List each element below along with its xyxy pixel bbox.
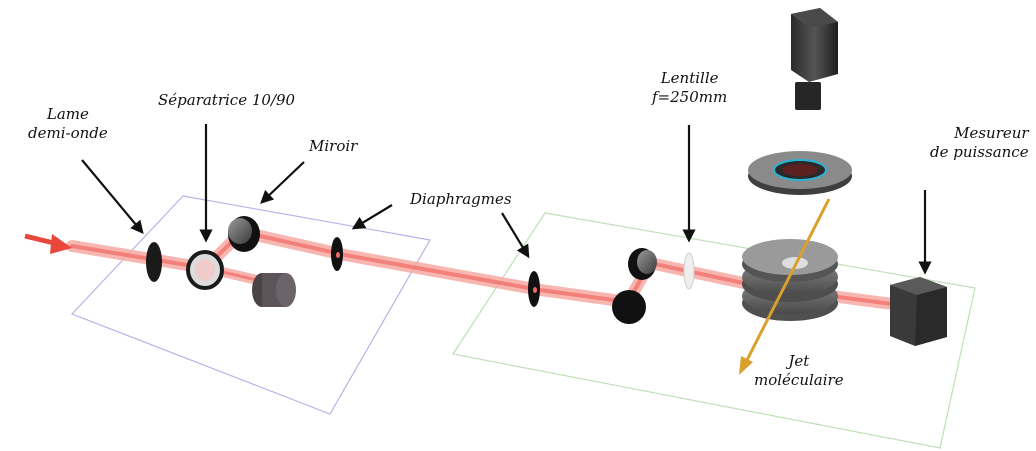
mirror-1 xyxy=(228,216,260,252)
label-mirror: Miroir xyxy=(309,137,357,156)
iris-diaphragm-1-hole xyxy=(336,252,340,258)
detector-plate xyxy=(748,151,852,195)
focusing-lens xyxy=(683,252,695,290)
molecular-jet-arrow xyxy=(739,198,831,375)
label-molecular-jet: Jet moléculaire xyxy=(754,352,844,390)
beam-dump xyxy=(252,273,296,307)
label-power-meter: Mesureur de puissance xyxy=(930,124,1029,162)
label-lens: Lentille f=250mm xyxy=(652,69,727,107)
label-mirror-text: Miroir xyxy=(309,137,358,155)
label-molecular-jet-line1: Jet xyxy=(788,352,810,370)
label-diaphragms-text: Diaphragmes xyxy=(410,190,512,208)
beam-splitter xyxy=(186,250,224,290)
iris-diaphragm-2-hole xyxy=(533,287,537,293)
mirror-3 xyxy=(628,248,657,280)
label-half-wave-plate: Lame demi-onde xyxy=(28,105,108,143)
label-beam-splitter-text: Séparatrice 10/90 xyxy=(158,91,296,109)
label-half-wave-plate-line1: Lame xyxy=(46,105,89,123)
input-beam-arrow xyxy=(24,233,72,254)
label-lens-line1: Lentille xyxy=(660,69,719,87)
camera xyxy=(791,8,838,110)
label-power-meter-line1: Mesureur xyxy=(954,124,1029,142)
label-diaphragms: Diaphragmes xyxy=(410,190,512,209)
ion-optics-stack xyxy=(742,239,838,321)
left-optical-table xyxy=(70,195,431,415)
label-beam-splitter: Séparatrice 10/90 xyxy=(158,91,295,110)
label-power-meter-line2: de puissance xyxy=(930,143,1029,161)
label-half-wave-plate-line2: demi-onde xyxy=(28,124,108,142)
label-molecular-jet-line2: moléculaire xyxy=(754,371,844,389)
label-lens-line2: f=250mm xyxy=(652,88,728,106)
label-arrows xyxy=(81,124,932,275)
power-meter xyxy=(890,277,947,346)
half-wave-plate xyxy=(146,242,162,282)
mirror-2 xyxy=(612,290,646,324)
